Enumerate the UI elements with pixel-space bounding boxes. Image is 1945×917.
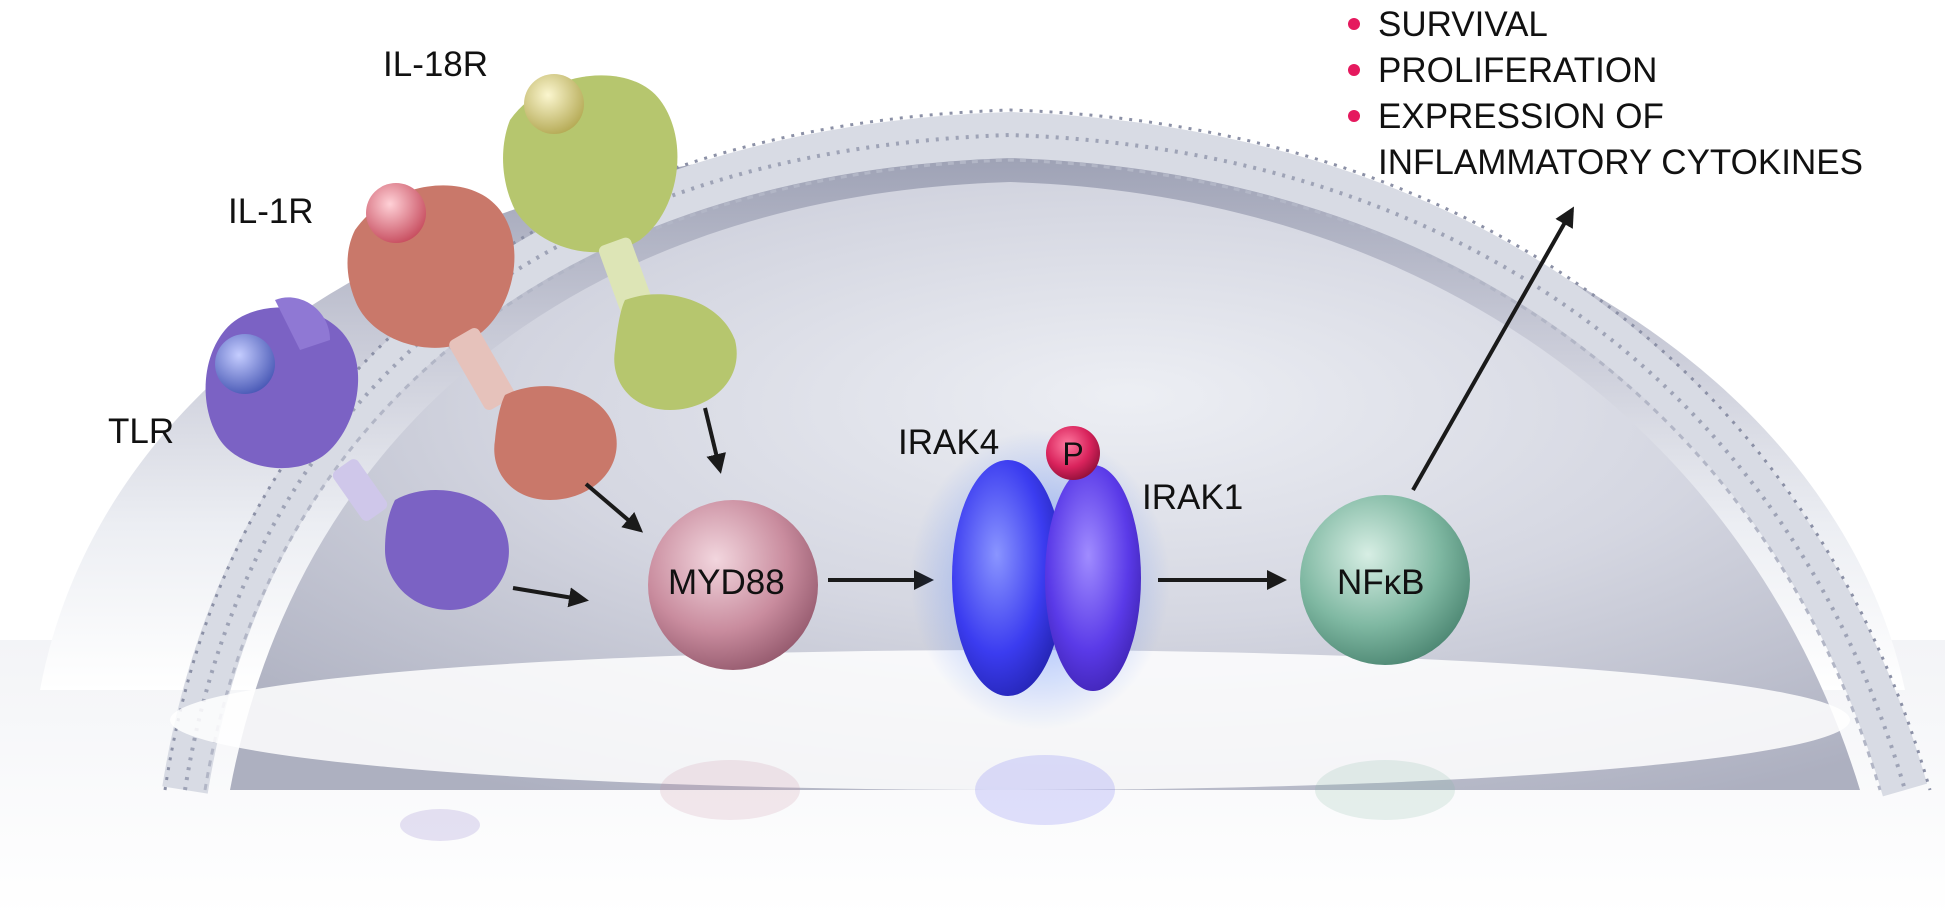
outcome-item: EXPRESSION OF INFLAMMATORY CYTOKINES [1348, 94, 1863, 186]
tlr-label: TLR [108, 412, 175, 451]
il18r-label: IL-18R [383, 45, 489, 84]
outcome-list: SURVIVAL PROLIFERATION EXPRESSION OF INF… [1348, 2, 1863, 186]
outcome-item: PROLIFERATION [1348, 48, 1863, 94]
phospho-group [1046, 426, 1100, 480]
arrow-nfkb-to-outcomes [1411, 206, 1574, 491]
irak4-node [952, 460, 1064, 696]
nfkb-node [1300, 495, 1470, 665]
irak1-label: IRAK1 [1142, 478, 1244, 517]
myd88-node [648, 500, 818, 670]
nfkb-label: NFκB [1337, 563, 1425, 602]
arrow-tlr-to-myd88 [512, 586, 589, 608]
outcome-text: EXPRESSION OF INFLAMMATORY CYTOKINES [1378, 97, 1863, 182]
outcome-text: SURVIVAL [1378, 5, 1548, 44]
il1r-receptor [347, 183, 617, 500]
il18r-receptor [503, 74, 737, 410]
il1r-label: IL-1R [228, 192, 314, 231]
outcome-text: PROLIFERATION [1378, 51, 1658, 90]
bullet-dot [1348, 18, 1360, 30]
bullet-dot [1348, 110, 1360, 122]
arrow-il1r-to-myd88 [584, 482, 644, 533]
tlr-receptor [205, 297, 509, 610]
arrow-il18r-to-myd88 [703, 407, 726, 474]
outcome-item: SURVIVAL [1348, 2, 1863, 48]
myd88-label: MYD88 [668, 563, 785, 602]
irak4-label: IRAK4 [898, 423, 1000, 462]
phospho-label: P [1062, 436, 1084, 472]
bullet-dot [1348, 64, 1360, 76]
irak1-node [1045, 465, 1141, 691]
